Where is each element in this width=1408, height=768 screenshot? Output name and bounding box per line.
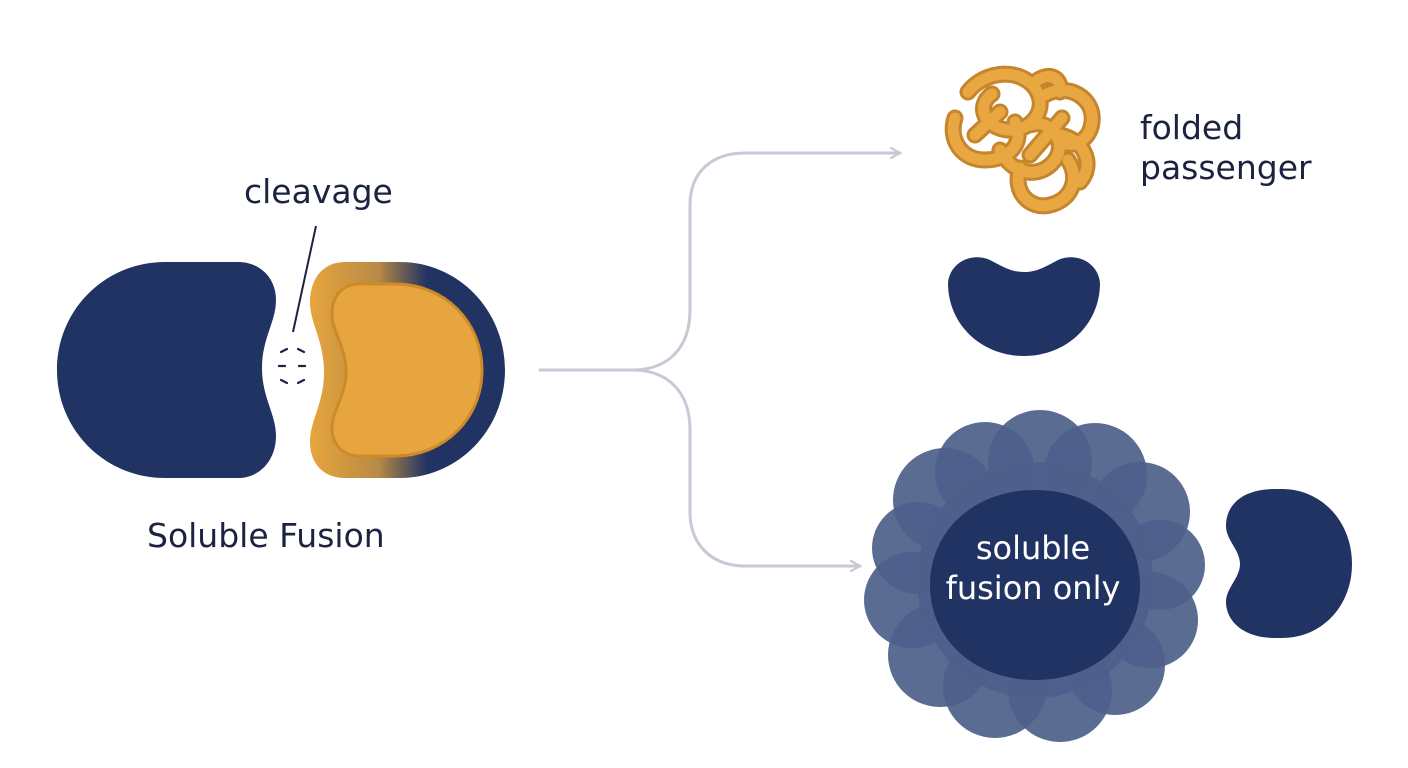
folded-passenger-label: folded passenger [1140,108,1312,188]
soluble-fusion-only-label: soluble fusion only [918,528,1148,608]
passenger-domain [330,282,484,458]
soluble-fusion-only-label-line1: soluble [975,529,1091,567]
folded-passenger-icon [944,65,1101,215]
separate-fusion-partner [1226,489,1352,638]
released-fusion-partner [948,257,1100,356]
folded-passenger-label-line2: passenger [1140,148,1312,187]
branch-arrow-up [538,153,902,372]
fusion-partner-domain [57,262,276,478]
cleavage-label: cleavage [244,172,393,211]
branch-arrow-down [630,368,862,566]
cleavage-site-marks [277,347,307,385]
soluble-fusion-label: Soluble Fusion [147,516,385,555]
soluble-fusion-only-label-line2: fusion only [945,569,1121,607]
aggregate-core [930,490,1140,680]
folded-passenger-label-line1: folded [1140,108,1244,147]
cleavage-pointer [292,225,317,333]
